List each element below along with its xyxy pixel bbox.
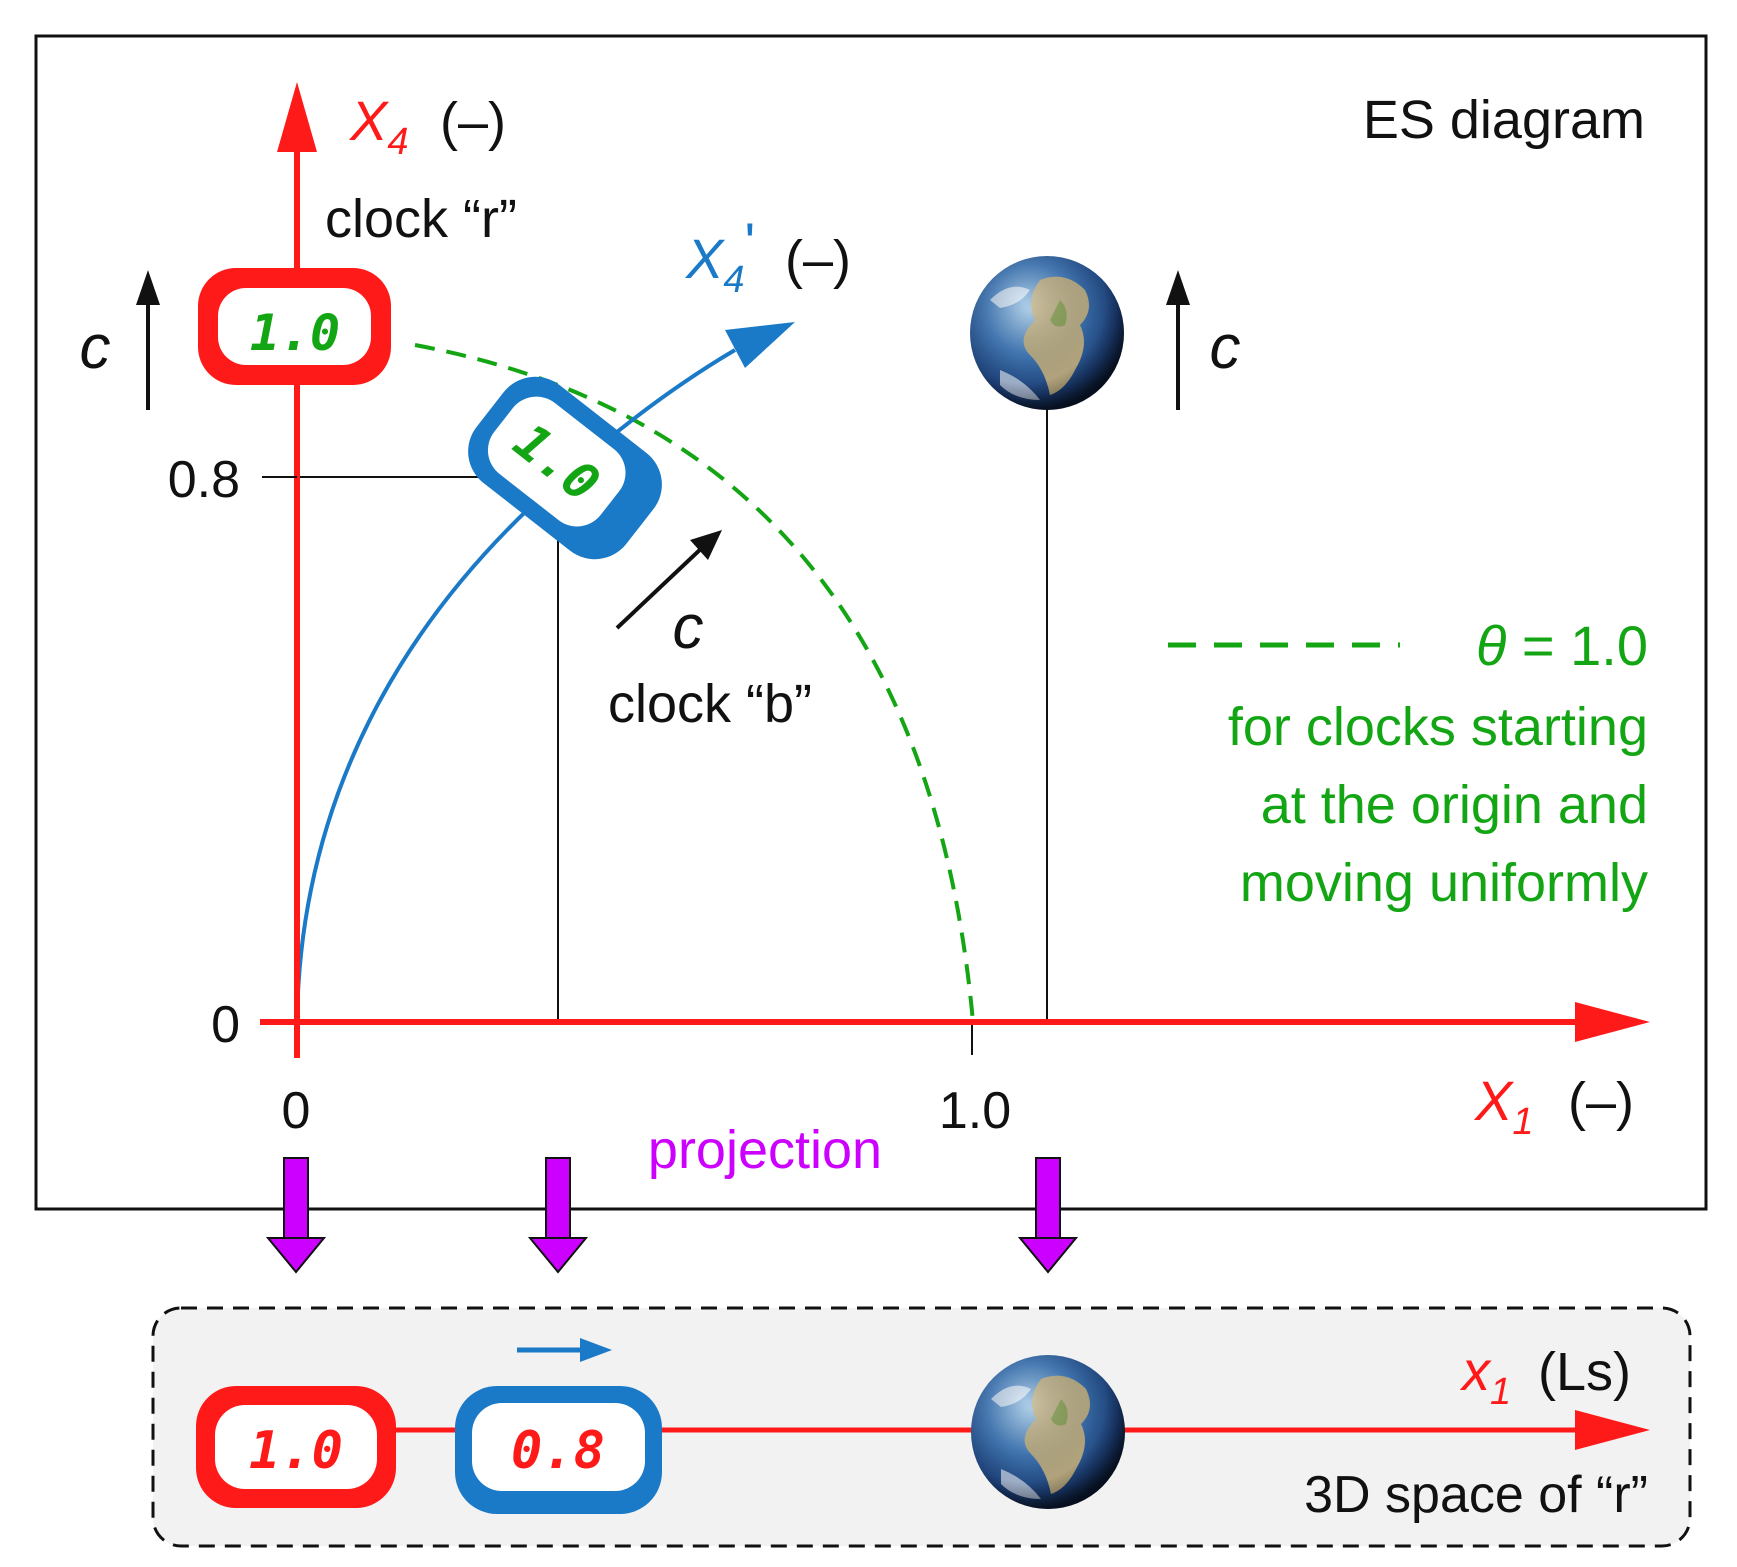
projection-label: projection	[648, 1120, 882, 1180]
projection-arrow-3	[1017, 1157, 1079, 1274]
clock-r-space-display: 1.0	[249, 1421, 343, 1481]
clock-r-label: clock “r”	[325, 189, 517, 249]
clock-r-es-display: 1.0	[250, 304, 340, 362]
legend-line-2: at the origin and	[1261, 775, 1648, 835]
projection-arrow-2	[527, 1157, 589, 1274]
clock-b-space: 0.8	[455, 1386, 662, 1514]
diagram-title: ES diagram	[1363, 90, 1645, 150]
x4p-arrowhead	[725, 322, 795, 368]
c-mid-arrowhead	[690, 530, 722, 560]
c-right-arrowhead	[1166, 270, 1190, 305]
tick-label-x-10: 1.0	[939, 1082, 1011, 1140]
legend-line-3: moving uniformly	[1240, 853, 1648, 913]
c-right-label: c	[1210, 313, 1241, 382]
c-left-label: c	[80, 313, 111, 382]
x4-axis-arrowhead	[277, 82, 317, 152]
clock-r-es: 1.0	[198, 268, 391, 385]
clock-b-es: 1.0	[468, 376, 662, 560]
space-x1-unit: (Ls)	[1538, 1342, 1631, 1402]
tick-label-y-08: 0.8	[168, 451, 240, 509]
legend-line-1: for clocks starting	[1228, 697, 1648, 757]
tick-label-x-0: 0	[282, 1082, 311, 1140]
x1-axis-arrowhead	[1575, 1002, 1650, 1042]
legend-theta: θ = 1.0	[1476, 614, 1648, 677]
clock-b-label: clock “b”	[608, 674, 812, 734]
c-mid-label: c	[673, 593, 704, 662]
earth-es-icon	[970, 256, 1124, 410]
diagram-frame	[34, 34, 1708, 1211]
x1-axis-unit: (–)	[1568, 1072, 1634, 1132]
x4-axis-label: X4	[348, 89, 409, 163]
clock-b-space-display: 0.8	[511, 1421, 605, 1481]
space-caption: 3D space of “r”	[1304, 1466, 1648, 1524]
tick-label-y-0: 0	[211, 996, 240, 1054]
clock-r-space: 1.0	[196, 1386, 396, 1508]
earth-space-icon	[971, 1355, 1125, 1509]
x4-axis-unit: (–)	[440, 92, 506, 152]
space-velocity-arrowhead	[580, 1338, 612, 1362]
space-x1-arrowhead	[1575, 1410, 1650, 1450]
x4p-axis-label: X4'	[684, 211, 755, 301]
space-x1-label: x1	[1459, 1339, 1511, 1413]
x1-axis-label: X1	[1473, 1069, 1534, 1143]
projection-arrow-1	[265, 1157, 327, 1274]
c-mid-arrow-shaft	[615, 543, 707, 630]
clock-b-worldline	[295, 348, 737, 1023]
x4p-axis-unit: (–)	[785, 230, 851, 290]
c-left-arrowhead	[136, 270, 160, 305]
